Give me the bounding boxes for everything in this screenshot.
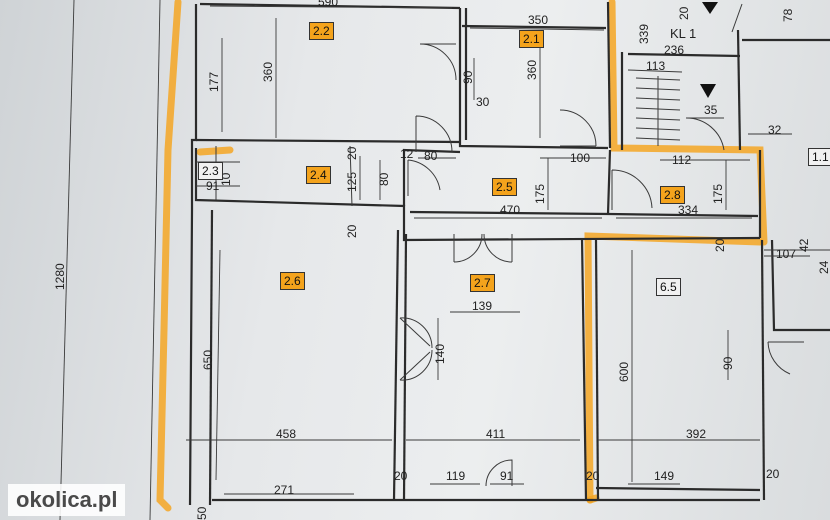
dim-30: 30	[476, 95, 490, 109]
dim-177: 177	[207, 72, 221, 92]
dim-78: 78	[781, 8, 795, 22]
overall-dimension-line	[59, 0, 75, 520]
dim-339: 339	[637, 24, 651, 44]
dim-139: 139	[472, 299, 492, 313]
room-2-2: 2.2	[309, 22, 334, 40]
dim-175-b: 175	[711, 184, 725, 204]
dim-590: 590	[318, 0, 338, 9]
dim-90-top: 90	[461, 70, 475, 84]
dim-20-b: 20	[345, 146, 359, 160]
dim-271: 271	[274, 483, 294, 497]
dim-236: 236	[664, 43, 684, 57]
dim-24: 24	[817, 260, 830, 274]
room-2-7: 2.7	[470, 274, 495, 292]
dim-12: 12	[400, 147, 414, 161]
dim-91-b: 91	[500, 469, 514, 483]
dimension-labels: 590 350 236 339 78 20 177 360 360 90 30 …	[53, 0, 830, 520]
room-2-3: 2.3	[198, 162, 223, 180]
dim-113: 113	[646, 59, 665, 73]
dim-140: 140	[433, 344, 447, 364]
dim-125: 125	[345, 172, 359, 192]
dim-91: 91	[206, 179, 220, 193]
dim-20-c: 20	[345, 224, 359, 238]
dim-107: 107	[776, 247, 796, 261]
dim-411: 411	[486, 427, 505, 441]
room-2-8: 2.8	[660, 186, 685, 204]
room-2-1: 2.1	[519, 30, 544, 48]
dimension-lines	[186, 5, 810, 495]
dim-80-b: 80	[377, 172, 391, 186]
dim-42: 42	[797, 238, 811, 252]
watermark-logo: okolica.pl	[8, 484, 126, 516]
dim-20-d: 20	[713, 238, 727, 252]
dim-50: 50	[195, 506, 209, 520]
room-6-5: 6.5	[656, 278, 681, 296]
arrow-down-icon-top	[702, 2, 718, 14]
dim-1280: 1280	[53, 263, 67, 290]
room-2-4: 2.4	[306, 166, 331, 184]
dim-175-a: 175	[533, 184, 547, 204]
room-1-1: 1.1	[808, 148, 830, 166]
dim-20-g: 20	[766, 467, 780, 481]
dim-20-f: 20	[586, 469, 600, 483]
arrow-down-icon	[700, 84, 716, 98]
dim-35: 35	[704, 103, 718, 117]
doors	[399, 43, 804, 487]
dim-360-left: 360	[261, 62, 275, 82]
staircase	[635, 76, 681, 146]
dim-20-top: 20	[677, 6, 691, 20]
guide-line	[149, 0, 161, 520]
dim-149: 149	[654, 469, 674, 483]
walls	[188, 1, 830, 506]
room-2-6: 2.6	[280, 272, 305, 290]
dim-112: 112	[672, 153, 691, 167]
dim-100: 100	[570, 151, 590, 165]
dim-334: 334	[678, 203, 698, 217]
dim-392: 392	[686, 427, 706, 441]
dim-360-right: 360	[525, 60, 539, 80]
dim-458: 458	[276, 427, 296, 441]
dim-20-e: 20	[394, 469, 408, 483]
dim-470: 470	[500, 203, 520, 217]
room-2-5: 2.5	[492, 178, 517, 196]
label-kl1: KL 1	[670, 26, 696, 41]
dim-80-a: 80	[424, 149, 438, 163]
dim-350: 350	[528, 13, 548, 27]
dim-90-b: 90	[721, 356, 735, 370]
dim-650: 650	[201, 350, 215, 370]
dim-119: 119	[446, 469, 465, 483]
dim-600: 600	[617, 362, 631, 382]
dim-32: 32	[768, 123, 782, 137]
